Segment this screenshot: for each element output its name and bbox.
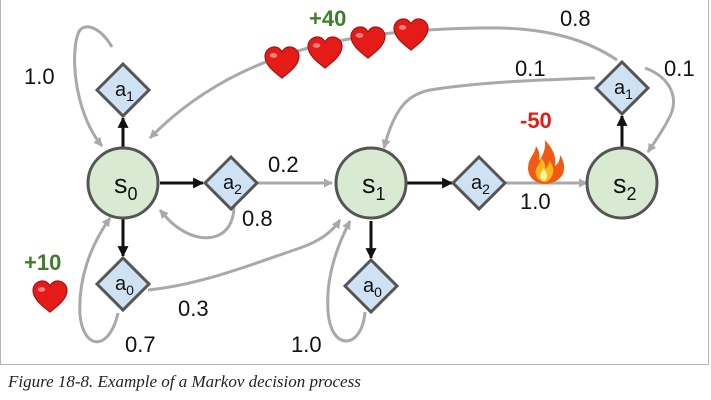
state-s1: s1 [334,146,408,220]
prob-s2-a1-to-s2: 0.1 [664,56,695,81]
figure-caption: Figure 18-8. Example of a Markov decisio… [8,372,361,391]
prob-s1-a2-to-s2: 1.0 [520,189,551,214]
action-s0-a1: a1 [94,61,152,119]
state-s0: s0 [86,146,160,220]
heart-icon [32,280,68,313]
svg-text:a1: a1 [115,79,134,104]
heart-icon [393,18,429,51]
mdp-diagram: s0 s1 s2 a1 a2 a0 a2 a0 a1 1.0 0.2 0.8 0… [24,6,695,357]
transition-s0-a0-to-s1 [147,219,342,292]
reward-minus50: -50 [520,108,552,133]
prob-s0-a0-to-s0: 0.7 [125,332,156,357]
action-s1-a2: a2 [450,154,508,212]
transition-s2-a1-to-s1 [381,76,596,149]
action-s2-a1: a1 [593,59,651,117]
prob-s0-a1-to-s0: 1.0 [24,64,55,89]
heart-icon [307,36,343,69]
heart-icon [350,26,386,59]
action-s1-a0: a0 [342,257,400,315]
transition-s0-a2-to-s0 [158,206,236,240]
transition-s2-a1-to-s2 [644,66,675,153]
heart-icon [264,46,300,79]
transition-s2-a1-to-s0 [148,26,618,140]
reward-plus40: +40 [309,6,346,31]
reward-plus10: +10 [24,250,61,275]
prob-s0-a2-to-s0: 0.8 [242,206,273,231]
svg-text:s1: s1 [362,169,386,204]
figure-frame [0,0,709,365]
transition-s0-a1-to-s0 [73,25,114,147]
fire-icon [528,140,565,184]
state-s2: s2 [585,146,659,220]
svg-text:a0: a0 [363,275,382,300]
svg-text:a0: a0 [115,273,134,298]
transition-s1-a0-to-s1 [326,220,367,343]
svg-text:s2: s2 [613,169,637,204]
svg-text:a1: a1 [614,77,633,102]
action-s0-a0: a0 [94,255,152,313]
prob-s1-a0-to-s1: 1.0 [291,332,322,357]
prob-s0-a2-to-s1: 0.2 [268,152,299,177]
prob-s2-a1-to-s1: 0.1 [515,56,546,81]
action-s0-a2: a2 [202,154,260,212]
svg-text:a2: a2 [471,172,490,197]
transition-s0-a0-to-s0 [78,217,120,344]
prob-s2-a1-to-s0: 0.8 [560,6,591,31]
prob-s0-a0-to-s1: 0.3 [178,296,209,321]
svg-text:a2: a2 [223,172,242,197]
svg-text:s0: s0 [114,169,138,204]
